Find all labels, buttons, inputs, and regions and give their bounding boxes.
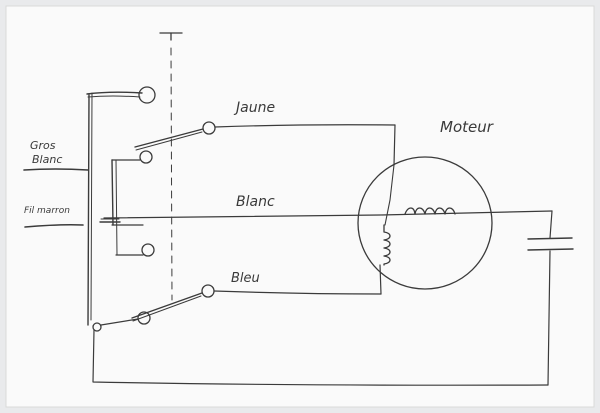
motor bbox=[357, 156, 493, 290]
motor-winding-main bbox=[404, 207, 456, 215]
terminal-top bbox=[138, 86, 156, 104]
motor-winding-aux bbox=[383, 224, 391, 266]
contact-jaune bbox=[134, 121, 396, 166]
label-blanc-left: Blanc bbox=[32, 153, 62, 166]
label-moteur: Moteur bbox=[440, 118, 494, 136]
fil-marron-underline bbox=[24, 223, 84, 228]
common-bus bbox=[86, 91, 143, 326]
switch-axis bbox=[159, 32, 183, 301]
contact-bleu bbox=[92, 264, 382, 332]
gros-blanc-underline bbox=[23, 168, 89, 171]
paper-background bbox=[5, 5, 595, 408]
wire-return bbox=[92, 329, 549, 386]
wire-blanc bbox=[103, 210, 553, 239]
label-bleu: Bleu bbox=[231, 271, 260, 286]
label-jaune: Jaune bbox=[233, 100, 275, 116]
label-fil-marron: Fil marron bbox=[24, 206, 70, 216]
capacitor bbox=[527, 237, 574, 386]
internal-links bbox=[99, 159, 155, 257]
label-blanc: Blanc bbox=[236, 194, 275, 210]
label-gros: Gros bbox=[30, 139, 56, 152]
